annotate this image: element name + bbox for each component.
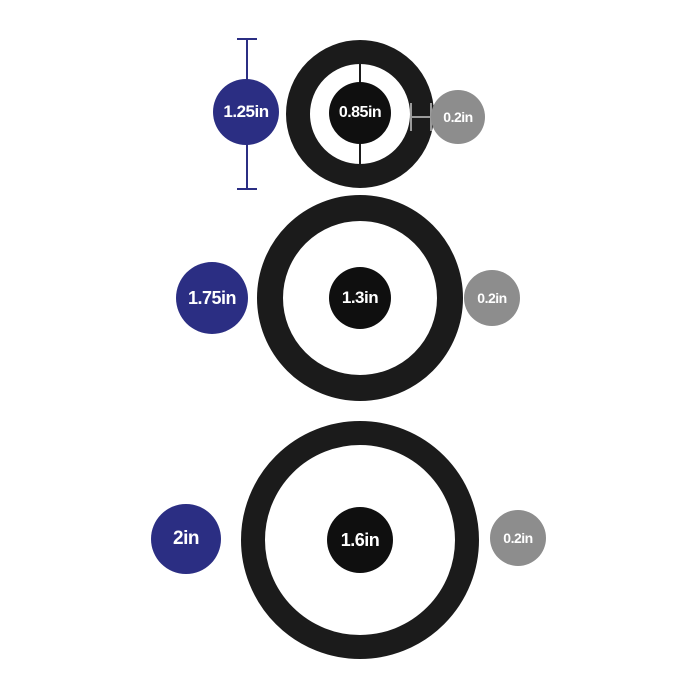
small-inner-diameter-label: 0.85in [329,82,391,144]
medium-thickness-value: 0.2in [477,290,507,306]
small-outer-diameter-label: 1.25in [213,79,279,145]
large-outer-diameter-label: 2in [151,504,221,574]
small-outer-diameter-value: 1.25in [223,102,269,121]
small-measure-cap-bottom [237,188,257,190]
small-measure-cap-top [237,38,257,40]
small-inner-diameter-value: 0.85in [338,104,382,121]
medium-inner-diameter-label: 1.3in [329,267,391,329]
large-inner-diameter-label: 1.6in [327,507,393,573]
large-thickness-value: 0.2in [503,530,533,546]
small-thickness-bracket-line [410,116,434,118]
large-outer-diameter-value: 2in [173,528,199,549]
medium-inner-diameter-value: 1.3in [341,288,379,307]
small-thickness-value: 0.2in [443,109,473,125]
medium-outer-diameter-value: 1.75in [187,287,237,308]
medium-outer-diameter-label: 1.75in [176,262,248,334]
large-thickness-label: 0.2in [490,510,546,566]
small-thickness-label: 0.2in [431,90,485,144]
medium-thickness-label: 0.2in [464,270,520,326]
large-inner-diameter-value: 1.6in [340,529,380,550]
